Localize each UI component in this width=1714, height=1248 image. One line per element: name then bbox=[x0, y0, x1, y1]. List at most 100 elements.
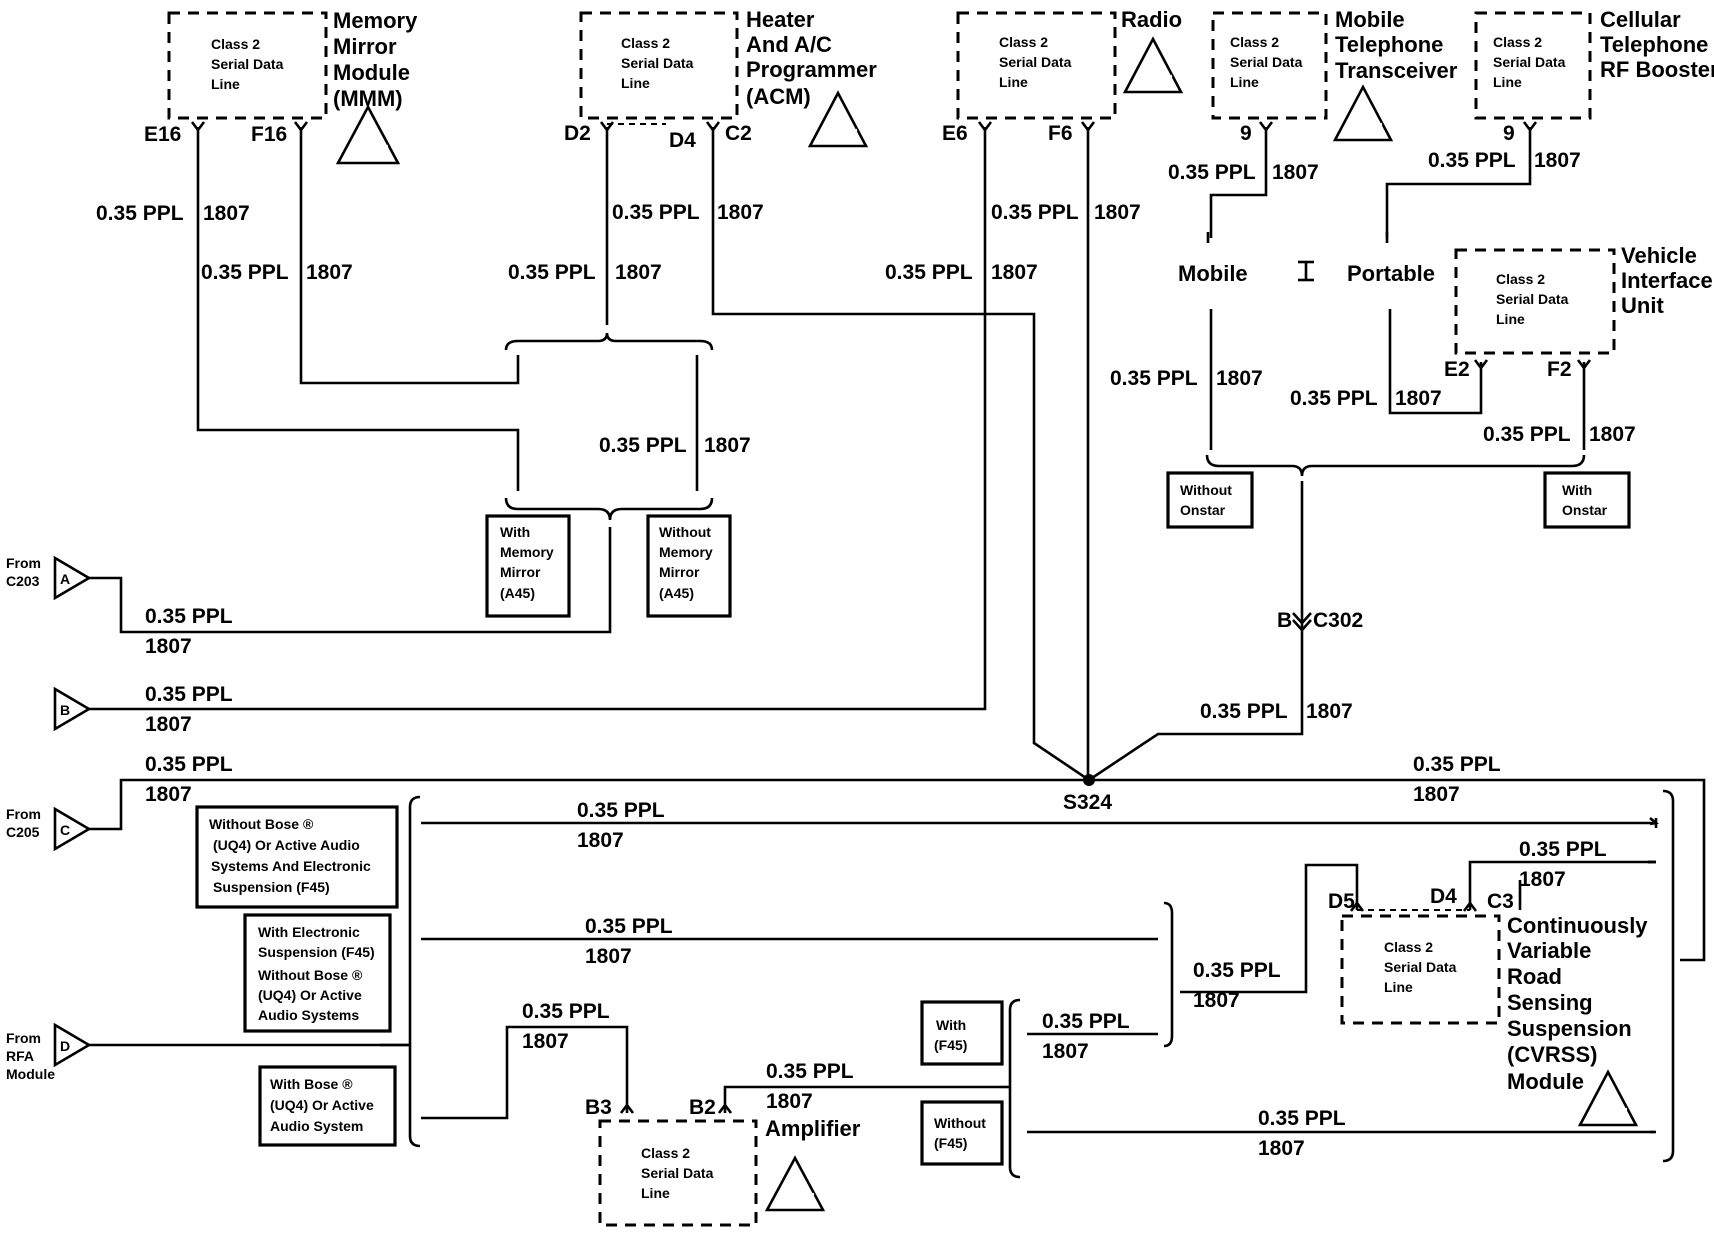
svg-text:Line: Line bbox=[999, 74, 1028, 90]
esd-icon bbox=[1332, 84, 1394, 142]
svg-text:Transceiver: Transceiver bbox=[1335, 58, 1458, 83]
svg-text:Suspension (F45): Suspension (F45) bbox=[213, 879, 330, 895]
splice-s324-dot bbox=[1083, 774, 1095, 786]
svg-text:Line: Line bbox=[621, 75, 650, 91]
svg-text:Class 2: Class 2 bbox=[1496, 271, 1545, 287]
with-bose-box: With Bose ® (UQ4) Or Active Audio System bbox=[258, 1065, 397, 1147]
svg-text:Memory: Memory bbox=[333, 8, 418, 33]
with-memory-mirror-box: With Memory Mirror (A45) bbox=[485, 514, 571, 618]
svg-text:(F45): (F45) bbox=[934, 1037, 967, 1053]
with-electronic-suspension-box: With Electronic Suspension (F45) Without… bbox=[243, 913, 392, 1033]
svg-text:1807: 1807 bbox=[1519, 868, 1566, 891]
svg-text:1807: 1807 bbox=[306, 261, 353, 284]
svg-text:0.35 PPL: 0.35 PPL bbox=[522, 1000, 610, 1023]
svg-text:Audio Systems: Audio Systems bbox=[258, 1007, 359, 1023]
svg-text:0.35 PPL: 0.35 PPL bbox=[145, 683, 233, 706]
svg-text:0.35 PPL: 0.35 PPL bbox=[1042, 1010, 1130, 1033]
svg-text:With: With bbox=[936, 1017, 966, 1033]
svg-text:Telephone: Telephone bbox=[1600, 32, 1708, 57]
svg-text:D5: D5 bbox=[1328, 890, 1355, 913]
svg-text:Line: Line bbox=[1230, 74, 1259, 90]
svg-text:0.35 PPL: 0.35 PPL bbox=[612, 201, 700, 224]
svg-text:0.35 PPL: 0.35 PPL bbox=[201, 261, 289, 284]
svg-text:Class 2: Class 2 bbox=[641, 1145, 690, 1161]
svg-text:1807: 1807 bbox=[1306, 700, 1353, 723]
connector-a: A From C203 bbox=[6, 555, 92, 601]
esd-icon bbox=[764, 1155, 826, 1212]
svg-text:0.35 PPL: 0.35 PPL bbox=[1519, 838, 1607, 861]
svg-text:B3: B3 bbox=[585, 1096, 612, 1119]
svg-text:Line: Line bbox=[1384, 979, 1413, 995]
svg-text:1807: 1807 bbox=[615, 261, 662, 284]
svg-text:Audio System: Audio System bbox=[270, 1118, 363, 1134]
svg-text:1807: 1807 bbox=[145, 635, 192, 658]
svg-text:Programmer: Programmer bbox=[746, 57, 877, 82]
svg-text:Without: Without bbox=[659, 524, 711, 540]
svg-text:F16: F16 bbox=[251, 123, 287, 146]
svg-text:A: A bbox=[60, 571, 70, 587]
svg-text:1807: 1807 bbox=[1042, 1040, 1089, 1063]
svg-text:Onstar: Onstar bbox=[1180, 502, 1226, 518]
without-onstar-box: Without Onstar bbox=[1166, 471, 1254, 529]
svg-text:(F45): (F45) bbox=[934, 1135, 967, 1151]
radio-module: Class 2 Serial Data Line Radio E6 F6 bbox=[942, 7, 1182, 145]
svg-text:C2: C2 bbox=[725, 122, 752, 145]
svg-text:Without: Without bbox=[934, 1115, 986, 1131]
mobile-telephone-transceiver: Class 2 Serial Data Line Mobile Telephon… bbox=[1211, 7, 1458, 145]
svg-text:9: 9 bbox=[1240, 122, 1252, 145]
svg-text:Unit: Unit bbox=[1621, 293, 1664, 318]
svg-text:Mirror: Mirror bbox=[500, 564, 541, 580]
without-memory-mirror-box: Without Memory Mirror (A45) bbox=[646, 514, 732, 618]
svg-text:Continuously: Continuously bbox=[1507, 913, 1648, 938]
svg-text:1807: 1807 bbox=[1258, 1137, 1305, 1160]
svg-text:(UQ4) Or Active: (UQ4) Or Active bbox=[270, 1097, 374, 1113]
svg-text:Without Bose ®: Without Bose ® bbox=[209, 816, 314, 832]
svg-text:F2: F2 bbox=[1547, 358, 1572, 381]
svg-text:Vehicle: Vehicle bbox=[1621, 243, 1697, 268]
connector-c: C From C205 bbox=[6, 806, 92, 852]
svg-text:1807: 1807 bbox=[1193, 989, 1240, 1012]
svg-text:1807: 1807 bbox=[1094, 201, 1141, 224]
svg-text:0.35 PPL: 0.35 PPL bbox=[599, 434, 687, 457]
svg-text:D: D bbox=[60, 1038, 70, 1054]
svg-text:0.35 PPL: 0.35 PPL bbox=[577, 799, 665, 822]
without-f45-box: Without (F45) bbox=[920, 1100, 1004, 1166]
svg-text:Mirror: Mirror bbox=[333, 34, 397, 59]
svg-text:0.35 PPL: 0.35 PPL bbox=[1483, 423, 1571, 446]
svg-text:C3: C3 bbox=[1487, 890, 1514, 913]
svg-text:Module: Module bbox=[1507, 1069, 1584, 1094]
svg-text:1807: 1807 bbox=[577, 829, 624, 852]
svg-text:Without Bose ®: Without Bose ® bbox=[258, 967, 363, 983]
svg-text:0.35 PPL: 0.35 PPL bbox=[991, 201, 1079, 224]
svg-text:1807: 1807 bbox=[1534, 149, 1581, 172]
svg-text:Cellular: Cellular bbox=[1600, 7, 1681, 32]
svg-text:0.35 PPL: 0.35 PPL bbox=[1193, 959, 1281, 982]
svg-text:Sensing: Sensing bbox=[1507, 990, 1593, 1015]
svg-text:(ACM): (ACM) bbox=[746, 84, 811, 109]
svg-text:With Electronic: With Electronic bbox=[258, 924, 360, 940]
svg-text:(UQ4) Or Active Audio: (UQ4) Or Active Audio bbox=[213, 837, 360, 853]
svg-text:1807: 1807 bbox=[717, 201, 764, 224]
svg-text:Serial Data: Serial Data bbox=[1384, 959, 1457, 975]
svg-text:1807: 1807 bbox=[522, 1030, 569, 1053]
svg-text:Serial Data: Serial Data bbox=[211, 56, 284, 72]
svg-text:Mirror: Mirror bbox=[659, 564, 700, 580]
svg-text:0.35 PPL: 0.35 PPL bbox=[1168, 161, 1256, 184]
mobile-label: Mobile bbox=[1178, 261, 1248, 286]
svg-text:9: 9 bbox=[1503, 122, 1515, 145]
svg-text:F6: F6 bbox=[1048, 122, 1073, 145]
svg-text:1807: 1807 bbox=[991, 261, 1038, 284]
svg-text:Serial Data: Serial Data bbox=[641, 1165, 714, 1181]
c302-label: C302 bbox=[1313, 609, 1363, 632]
svg-text:Line: Line bbox=[211, 76, 240, 92]
esd-icon bbox=[1577, 1069, 1639, 1127]
svg-text:Serial Data: Serial Data bbox=[1230, 54, 1303, 70]
svg-text:1807: 1807 bbox=[1272, 161, 1319, 184]
svg-text:D2: D2 bbox=[564, 122, 591, 145]
svg-text:Line: Line bbox=[1493, 74, 1522, 90]
amplifier-module: Class 2 Serial Data Line Amplifier B3 B2 bbox=[585, 1096, 861, 1227]
svg-text:E2: E2 bbox=[1444, 358, 1470, 381]
svg-text:0.35 PPL: 0.35 PPL bbox=[508, 261, 596, 284]
portable-label: Portable bbox=[1347, 261, 1435, 286]
